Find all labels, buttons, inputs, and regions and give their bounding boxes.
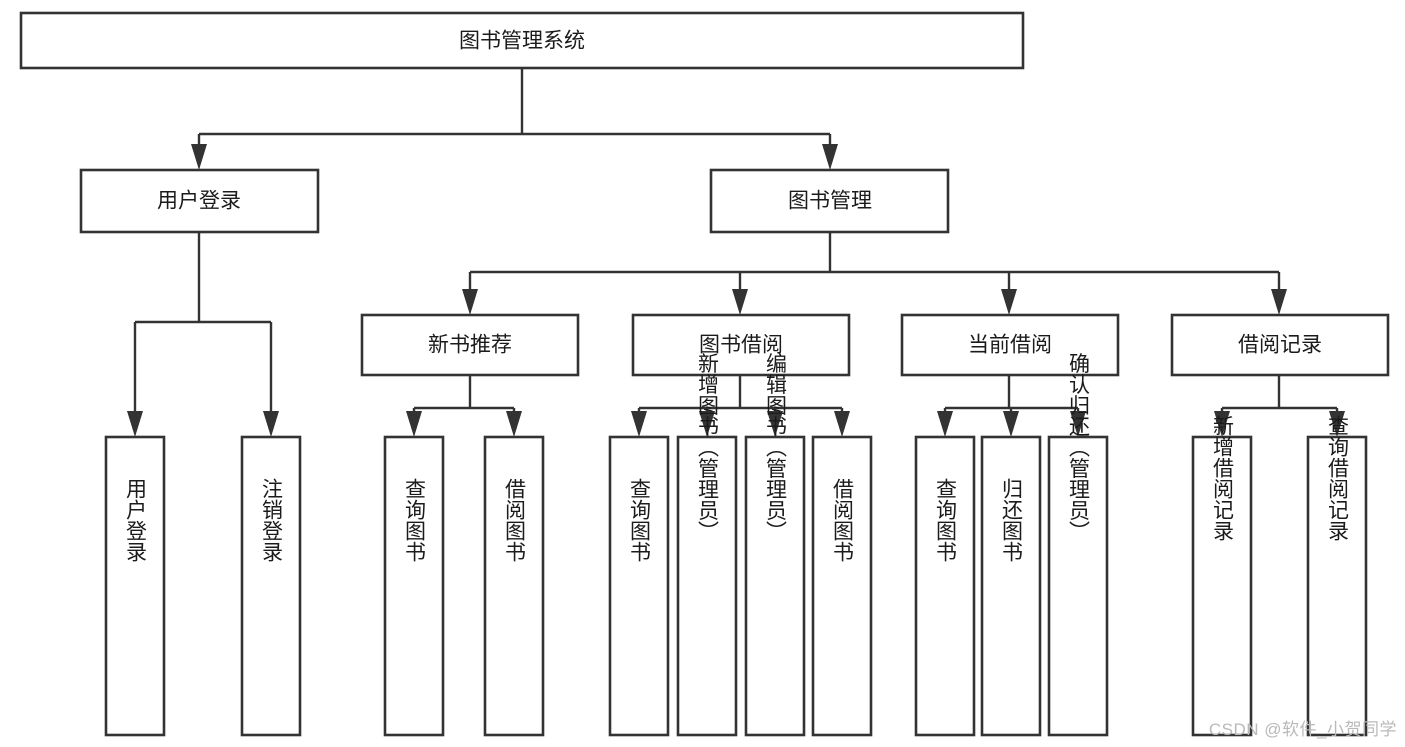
node-current-borrow-label: 当前借阅 <box>968 334 1052 357</box>
node-leaf-user-login-box[interactable] <box>104 435 166 737</box>
node-leaf-user-login-label: 用户登录 <box>124 478 148 562</box>
arrow-head-borrow-record <box>1271 289 1287 315</box>
arrow-head-leaf-query-book-2 <box>631 411 647 437</box>
node-leaf-return-book-label: 归还图书 <box>1000 478 1024 562</box>
node-borrow-record-box[interactable] <box>1170 313 1390 377</box>
node-leaf-borrow-book-2[interactable]: 借阅图书 <box>811 435 873 737</box>
node-leaf-borrow-book-1-label: 借阅图书 <box>503 478 527 562</box>
node-root-label: 图书管理系统 <box>459 30 585 53</box>
arrow-head-leaf-add-book <box>699 411 715 437</box>
node-root[interactable]: 图书管理系统 <box>19 11 1025 70</box>
node-leaf-query-book-3-box[interactable] <box>914 435 976 737</box>
node-leaf-add-book-box[interactable] <box>676 435 738 737</box>
connector-layer <box>127 68 1345 437</box>
node-leaf-query-book-1-label: 查询图书 <box>403 478 427 562</box>
node-book-borrow-box[interactable] <box>631 313 851 377</box>
node-book-manage-label: 图书管理 <box>788 190 872 213</box>
node-leaf-add-record-box[interactable] <box>1191 435 1253 737</box>
node-leaf-add-book-label: 新增图书（管理员） <box>696 353 720 542</box>
arrow-head-leaf-query-record <box>1329 411 1345 437</box>
node-new-book-rec-label: 新书推荐 <box>428 334 512 357</box>
arrow-head-user-login <box>191 144 207 170</box>
arrow-head-current-borrow <box>1001 289 1017 315</box>
node-leaf-logout[interactable]: 注销登录 <box>240 435 302 737</box>
node-leaf-query-book-1-box[interactable] <box>383 435 445 737</box>
arrow-head-book-borrow <box>732 289 748 315</box>
node-leaf-query-book-2-box[interactable] <box>608 435 670 737</box>
node-leaf-borrow-book-1[interactable]: 借阅图书 <box>483 435 545 737</box>
node-leaf-return-book-box[interactable] <box>980 435 1042 737</box>
node-user-login[interactable]: 用户登录 <box>79 168 320 234</box>
node-leaf-query-record-label: 查询借阅记录 <box>1326 415 1350 541</box>
arrow-head-leaf-edit-book <box>767 411 783 437</box>
node-leaf-borrow-book-2-label: 借阅图书 <box>831 478 855 562</box>
node-leaf-query-book-3[interactable]: 查询图书 <box>914 435 976 737</box>
arrow-head-leaf-return-book <box>1003 411 1019 437</box>
arrow-head-book-manage <box>822 144 838 170</box>
node-leaf-query-book-2[interactable]: 查询图书 <box>608 435 670 737</box>
arrow-head-leaf-logout <box>263 411 279 437</box>
arrow-head-leaf-confirm-return <box>1070 411 1086 437</box>
node-leaf-query-book-1[interactable]: 查询图书 <box>383 435 445 737</box>
node-leaf-logout-box[interactable] <box>240 435 302 737</box>
node-leaf-borrow-book-2-box[interactable] <box>811 435 873 737</box>
node-new-book-rec[interactable]: 新书推荐 <box>360 313 580 377</box>
node-book-borrow[interactable]: 图书借阅 <box>631 313 851 377</box>
node-book-borrow-label: 图书借阅 <box>699 334 783 357</box>
node-leaf-add-record[interactable]: 新增借阅记录 <box>1191 415 1253 737</box>
node-leaf-user-login[interactable]: 用户登录 <box>104 435 166 737</box>
node-leaf-query-record-box[interactable] <box>1306 435 1368 737</box>
arrow-head-leaf-query-book-3 <box>937 411 953 437</box>
node-user-login-label: 用户登录 <box>157 190 241 213</box>
node-leaf-confirm-return[interactable]: 确认归还（管理员） <box>1047 353 1109 737</box>
node-leaf-query-book-3-label: 查询图书 <box>934 478 958 562</box>
node-leaf-edit-book[interactable]: 编辑图书（管理员） <box>744 353 806 737</box>
node-leaf-borrow-book-1-box[interactable] <box>483 435 545 737</box>
node-leaf-confirm-return-label: 确认归还（管理员） <box>1067 353 1091 542</box>
node-leaf-query-record[interactable]: 查询借阅记录 <box>1306 415 1368 737</box>
csdn-watermark: CSDN @软件_小贺同学 <box>1208 720 1397 739</box>
node-root-box[interactable] <box>19 11 1025 70</box>
node-borrow-record[interactable]: 借阅记录 <box>1170 313 1390 377</box>
node-book-manage-box[interactable] <box>709 168 950 234</box>
arrow-head-new-book-rec <box>462 289 478 315</box>
node-leaf-add-record-label: 新增借阅记录 <box>1211 415 1235 541</box>
arrow-head-leaf-borrow-book-2 <box>834 411 850 437</box>
node-user-login-box[interactable] <box>79 168 320 234</box>
node-leaf-query-book-2-label: 查询图书 <box>628 478 652 562</box>
arrow-head-leaf-user-login <box>127 411 143 437</box>
node-new-book-rec-box[interactable] <box>360 313 580 377</box>
node-current-borrow[interactable]: 当前借阅 <box>900 313 1120 377</box>
arrow-head-leaf-query-book-1 <box>406 411 422 437</box>
node-leaf-edit-book-label: 编辑图书（管理员） <box>764 353 788 542</box>
node-leaf-edit-book-box[interactable] <box>744 435 806 737</box>
node-leaf-add-book[interactable]: 新增图书（管理员） <box>676 353 738 737</box>
arrow-head-leaf-borrow-book-1 <box>506 411 522 437</box>
node-borrow-record-label: 借阅记录 <box>1238 334 1322 357</box>
node-leaf-confirm-return-box[interactable] <box>1047 435 1109 737</box>
node-leaf-logout-label: 注销登录 <box>260 478 284 562</box>
node-current-borrow-box[interactable] <box>900 313 1120 377</box>
node-leaf-return-book[interactable]: 归还图书 <box>980 435 1042 737</box>
arrow-head-leaf-add-record <box>1214 411 1230 437</box>
node-book-manage[interactable]: 图书管理 <box>709 168 950 234</box>
